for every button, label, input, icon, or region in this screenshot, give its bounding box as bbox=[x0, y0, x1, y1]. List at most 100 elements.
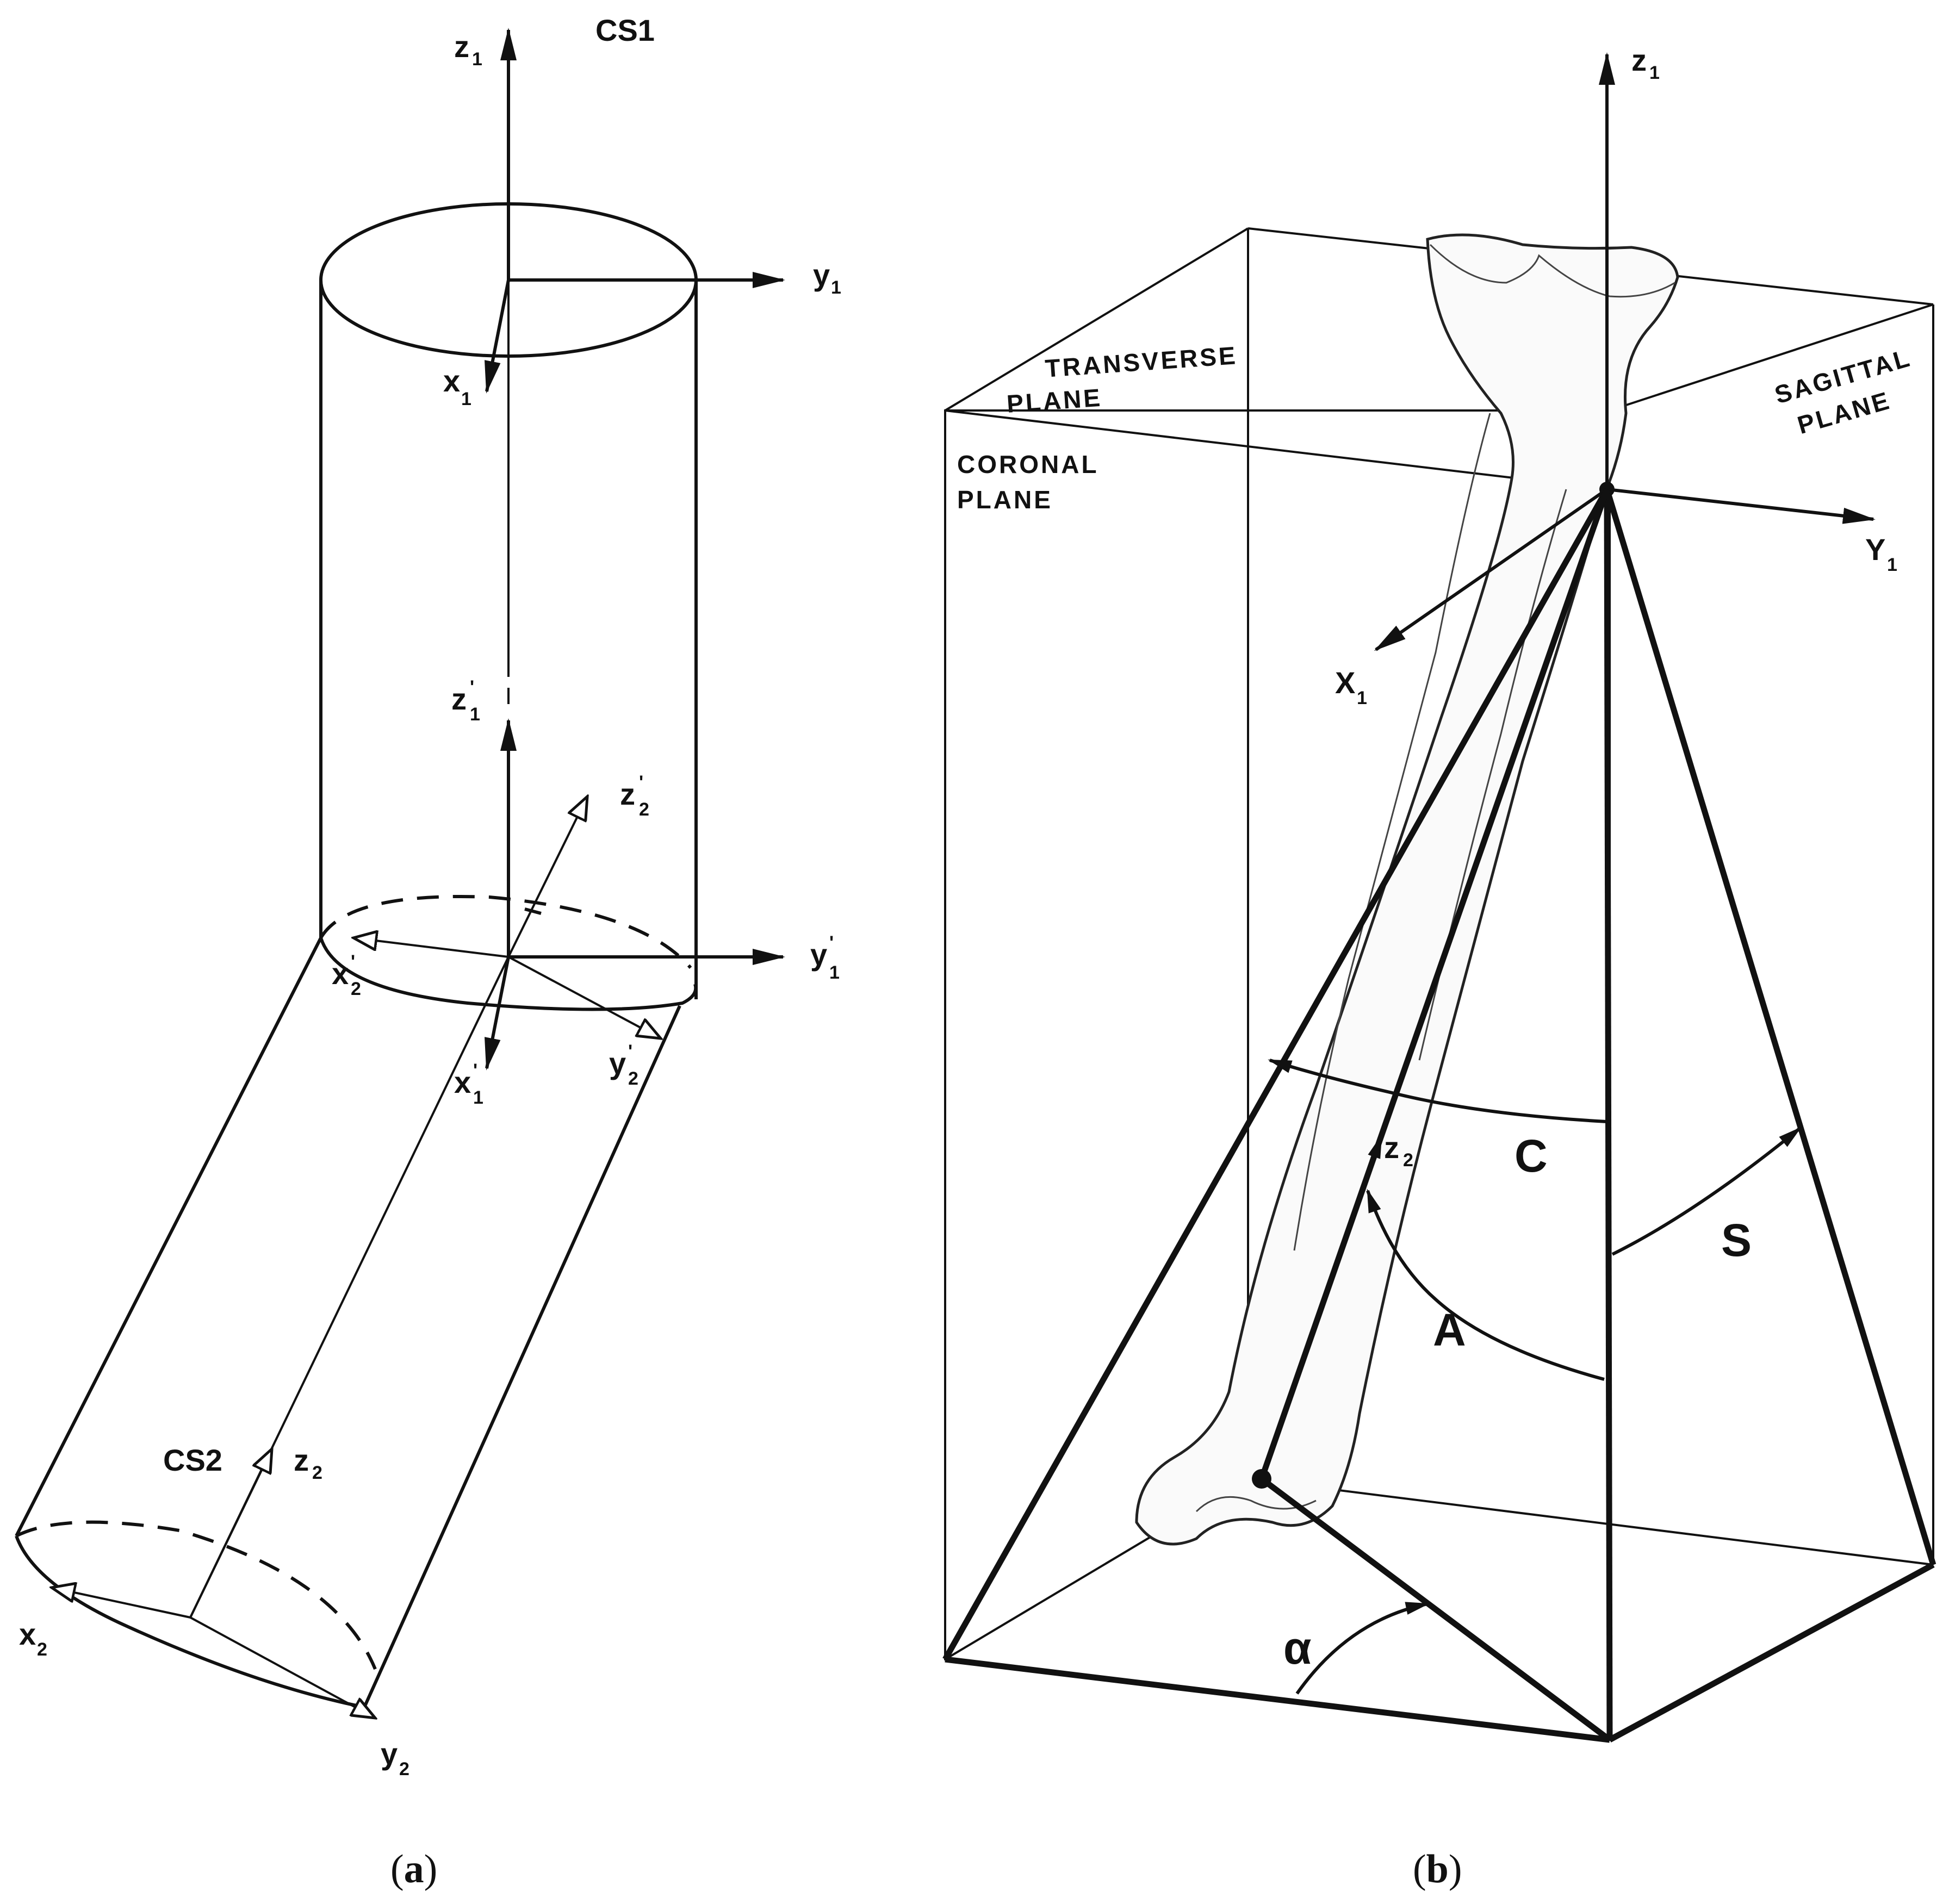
svg-text:x: x bbox=[454, 1065, 471, 1099]
svg-text:2: 2 bbox=[628, 1068, 638, 1089]
svg-text:': ' bbox=[628, 1041, 632, 1062]
apex-to-front-base bbox=[1604, 489, 1613, 1740]
transverse-plane-label: TRANSVERSE PLANE bbox=[1005, 341, 1238, 418]
svg-text:2: 2 bbox=[399, 1759, 409, 1779]
svg-text:1: 1 bbox=[470, 704, 480, 725]
z2-axis-b bbox=[1260, 1134, 1383, 1479]
transverse-plane-line bbox=[945, 409, 1610, 490]
svg-text:1: 1 bbox=[1357, 688, 1367, 708]
y2-prime-axis bbox=[508, 956, 661, 1038]
svg-text:x: x bbox=[19, 1617, 36, 1651]
svg-text:': ' bbox=[470, 677, 474, 698]
svg-text:2: 2 bbox=[351, 979, 361, 999]
angle-a-arc bbox=[1366, 1189, 1605, 1381]
label-y1-prime: y' 1 bbox=[810, 932, 840, 983]
svg-text:': ' bbox=[473, 1060, 477, 1081]
label-x1: x1 bbox=[443, 364, 471, 409]
z2-prime-axis bbox=[507, 797, 587, 957]
bone-plateau-detail bbox=[1429, 244, 1675, 298]
svg-text:y: y bbox=[813, 258, 830, 292]
svg-text:PLANE: PLANE bbox=[1005, 383, 1103, 418]
svg-text:2: 2 bbox=[1403, 1150, 1413, 1171]
label-x2-prime: x' 2 bbox=[332, 951, 361, 999]
angle-c-arc bbox=[1268, 1059, 1607, 1123]
apex-to-left-base bbox=[942, 488, 1610, 1661]
bone-shaft-detail bbox=[1293, 413, 1491, 1251]
pyramid-base-right bbox=[1608, 1562, 1935, 1743]
pyramid-base-left bbox=[945, 1656, 1610, 1743]
svg-text:z: z bbox=[454, 29, 469, 64]
junction-ellipse-back bbox=[319, 894, 692, 969]
svg-text:2: 2 bbox=[312, 1463, 322, 1483]
svg-text:CORONAL: CORONAL bbox=[957, 450, 1099, 478]
svg-text:': ' bbox=[351, 951, 355, 972]
svg-text:1: 1 bbox=[831, 277, 841, 298]
svg-text:': ' bbox=[639, 772, 643, 793]
bottom-ellipse-back bbox=[15, 1520, 377, 1670]
svg-text:1: 1 bbox=[1649, 63, 1660, 83]
svg-text:z: z bbox=[1631, 43, 1647, 77]
x1-prime-axis bbox=[485, 956, 510, 1071]
svg-text:': ' bbox=[829, 932, 834, 953]
lower-cylinder-right-edge bbox=[363, 1005, 681, 1708]
x1-axis bbox=[485, 279, 510, 394]
bottom-ellipse-front bbox=[15, 1535, 365, 1709]
cs2-label: CS2 bbox=[163, 1443, 222, 1477]
label-y2-prime: y' 2 bbox=[609, 1041, 638, 1089]
svg-text:2: 2 bbox=[639, 799, 649, 820]
svg-text:1: 1 bbox=[461, 389, 471, 409]
svg-text:z: z bbox=[451, 682, 467, 716]
svg-text:(b): (b) bbox=[1413, 1847, 1462, 1891]
svg-text:x: x bbox=[332, 956, 349, 991]
caption-a: (a) bbox=[390, 1847, 437, 1891]
box-top-left-edge bbox=[944, 227, 1249, 412]
tick-mark bbox=[524, 907, 542, 915]
svg-text:x: x bbox=[443, 364, 460, 398]
svg-text:1: 1 bbox=[829, 962, 840, 983]
x2-prime-axis bbox=[353, 938, 509, 958]
ankle-to-front-base bbox=[1259, 1476, 1612, 1743]
svg-text:PLANE: PLANE bbox=[957, 486, 1053, 514]
svg-text:1: 1 bbox=[472, 49, 482, 70]
y2-axis bbox=[190, 1616, 375, 1718]
svg-text:1: 1 bbox=[1887, 555, 1897, 575]
angle-s-label: S bbox=[1721, 1215, 1752, 1266]
x1-axis-b bbox=[1374, 488, 1608, 651]
svg-text:y: y bbox=[609, 1046, 626, 1080]
svg-text:z: z bbox=[1384, 1130, 1399, 1165]
junction-ellipse-front bbox=[319, 937, 698, 1011]
coronal-plane-label: CORONAL PLANE bbox=[957, 450, 1099, 514]
cs1-label: CS1 bbox=[595, 13, 655, 47]
svg-text:X: X bbox=[1335, 665, 1355, 700]
sagittal-plane-label: SAGITTAL PLANE bbox=[1772, 343, 1915, 439]
svg-text:z: z bbox=[620, 777, 635, 811]
lower-cylinder-left-edge bbox=[15, 937, 322, 1537]
label-z2-prime: z' 2 bbox=[620, 772, 649, 820]
box-top-right-edge bbox=[1609, 303, 1934, 412]
svg-text:TRANSVERSE: TRANSVERSE bbox=[1044, 341, 1238, 383]
svg-text:y: y bbox=[381, 1737, 398, 1771]
svg-text:y: y bbox=[810, 937, 827, 972]
z2-axis bbox=[189, 1449, 272, 1618]
label-z1-prime: z' 1 bbox=[451, 677, 480, 725]
svg-text:1: 1 bbox=[473, 1087, 483, 1108]
angle-alpha-label: α bbox=[1283, 1622, 1312, 1673]
angle-c-label: C bbox=[1514, 1130, 1548, 1181]
x2-axis bbox=[52, 1588, 191, 1619]
bone-shape bbox=[1135, 233, 1679, 1546]
svg-text:z: z bbox=[294, 1443, 309, 1477]
angle-a-label: A bbox=[1433, 1304, 1466, 1355]
apex-to-right-base bbox=[1604, 488, 1936, 1566]
svg-text:2: 2 bbox=[37, 1639, 47, 1660]
svg-text:Y: Y bbox=[1865, 532, 1885, 567]
